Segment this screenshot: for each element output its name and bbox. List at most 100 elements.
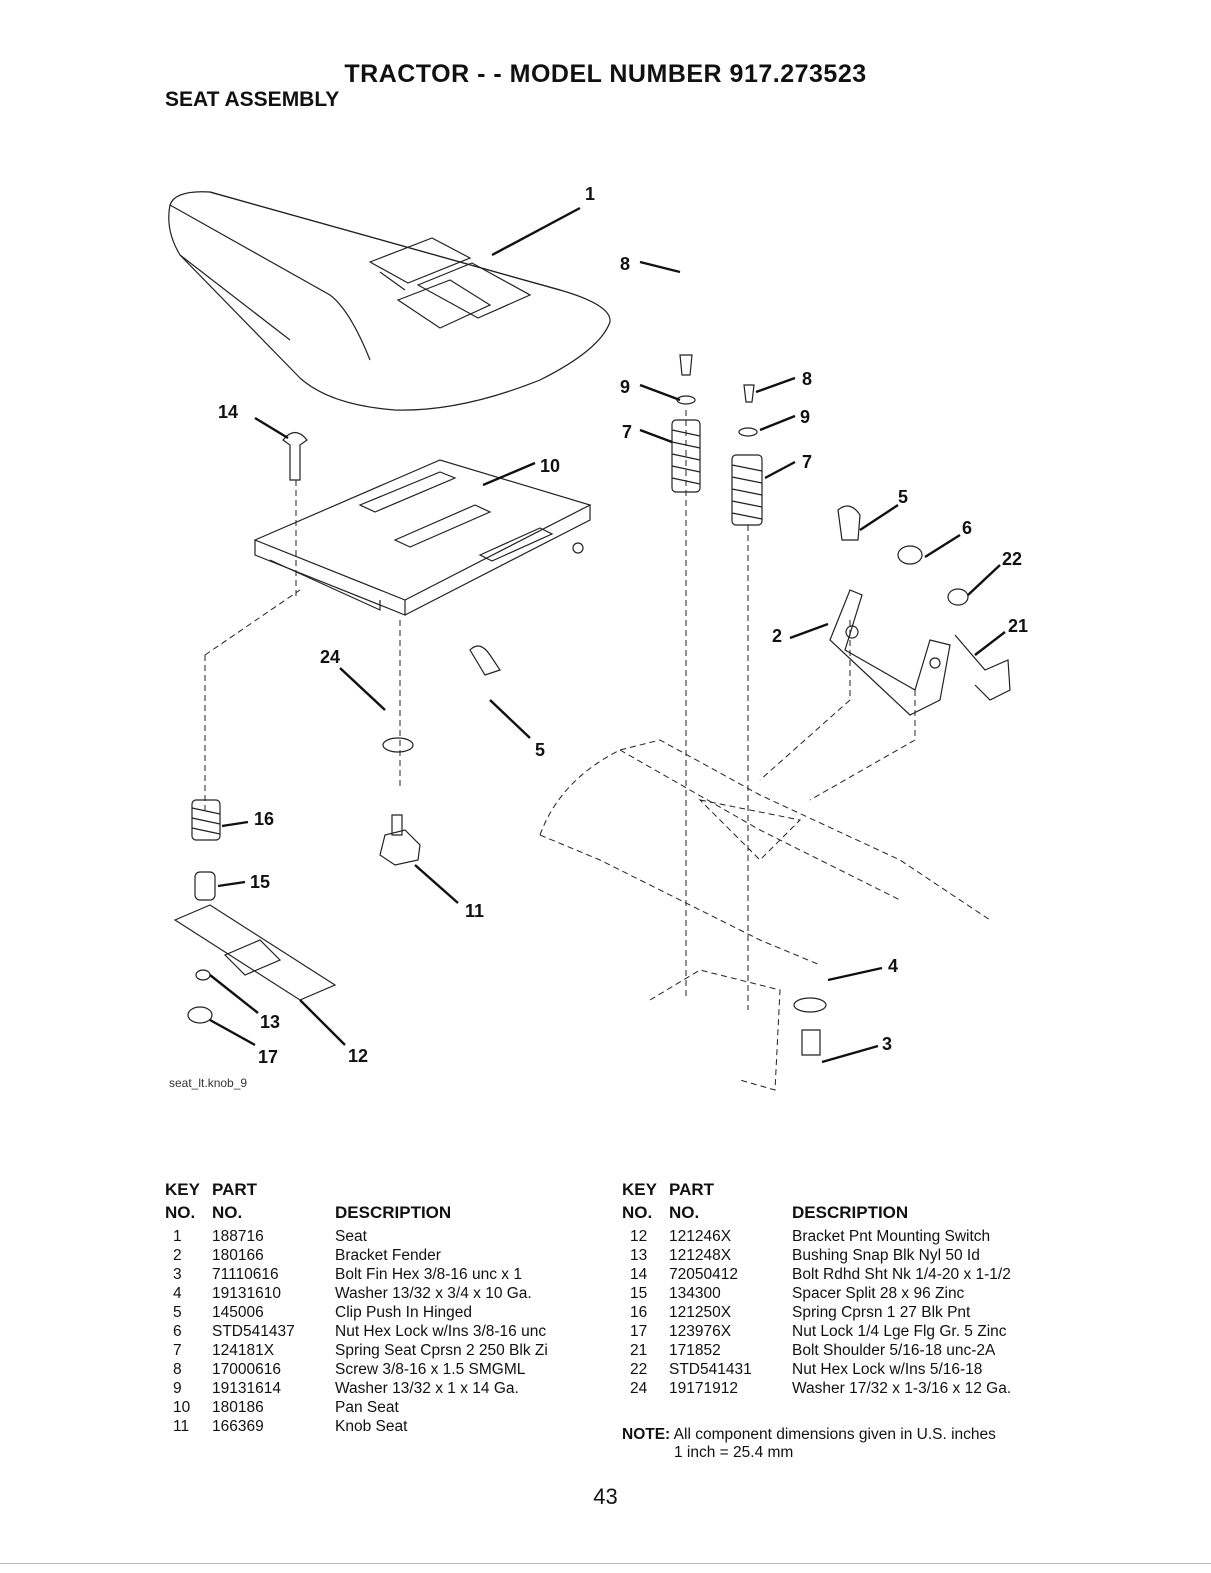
table-row: 3 71110616 Bolt Fin Hex 3/8-16 unc x 1 <box>165 1266 605 1285</box>
callout-21: 21 <box>1008 616 1028 636</box>
parts-table-right: KEY NO. PART NO. DESCRIPTION 12 121246X Br… <box>622 1180 1062 1399</box>
cell-description: Spring Cprsn 1 27 Blk Pnt <box>792 1304 971 1321</box>
cell-part: STD541437 <box>212 1323 295 1340</box>
cell-key: 7 <box>173 1342 182 1359</box>
cell-key: 11 <box>173 1418 190 1435</box>
cell-key: 3 <box>173 1266 182 1283</box>
page-bottom-rule <box>0 1563 1211 1564</box>
cell-description: Nut Hex Lock w/Ins 5/16-18 <box>792 1361 983 1378</box>
cell-description: Bracket Fender <box>335 1247 441 1264</box>
cell-description: Knob Seat <box>335 1418 408 1435</box>
cell-key: 12 <box>630 1228 648 1245</box>
cell-key: 2 <box>173 1247 182 1264</box>
cell-key: 24 <box>630 1380 648 1397</box>
note-line-1: All component dimensions given in U.S. i… <box>673 1426 996 1443</box>
cell-part: 19131610 <box>212 1285 281 1302</box>
callout-24: 24 <box>320 647 340 667</box>
table-row: 4 19131610 Washer 13/32 x 3/4 x 10 Ga. <box>165 1285 605 1304</box>
cell-part: 17000616 <box>212 1361 281 1378</box>
cell-part: 124181X <box>212 1342 275 1359</box>
cell-part: 72050412 <box>669 1266 738 1283</box>
cell-description: Bolt Rdhd Sht Nk 1/4-20 x 1-1/2 <box>792 1266 1011 1283</box>
callout-5-upper: 5 <box>898 487 908 507</box>
callout-13: 13 <box>260 1012 280 1032</box>
cell-key: 22 <box>630 1361 648 1378</box>
callout-2: 2 <box>772 626 782 646</box>
cell-description: Washer 13/32 x 1 x 14 Ga. <box>335 1380 519 1397</box>
cell-part: 134300 <box>669 1285 721 1302</box>
cell-description: Nut Hex Lock w/Ins 3/8-16 unc <box>335 1323 547 1340</box>
cell-description: Pan Seat <box>335 1399 399 1416</box>
cell-part: 180166 <box>212 1247 264 1264</box>
cell-key: 10 <box>173 1399 191 1416</box>
table-row: 6 STD541437 Nut Hex Lock w/Ins 3/8-16 unc <box>165 1323 605 1342</box>
cell-description: Bolt Fin Hex 3/8-16 unc x 1 <box>335 1266 522 1283</box>
table-row: 22 STD541431 Nut Hex Lock w/Ins 5/16-18 <box>622 1361 1062 1380</box>
cell-description: Clip Push In Hinged <box>335 1304 472 1321</box>
cell-description: Spring Seat Cprsn 2 250 Blk Zi <box>335 1342 548 1359</box>
cell-key: 8 <box>173 1361 182 1378</box>
dimension-note: NOTE: All component dimensions given in … <box>622 1426 996 1462</box>
cell-part: STD541431 <box>669 1361 752 1378</box>
cell-key: 6 <box>173 1323 182 1340</box>
cell-description: Screw 3/8-16 x 1.5 SMGML <box>335 1361 526 1378</box>
cell-key: 1 <box>173 1228 182 1245</box>
page-title: TRACTOR - - MODEL NUMBER 917.273523 <box>344 60 867 88</box>
spring-7-right <box>731 454 763 526</box>
cell-description: Washer 17/32 x 1-3/16 x 12 Ga. <box>792 1380 1012 1397</box>
callout-4: 4 <box>888 956 898 976</box>
cell-description: Spacer Split 28 x 96 Zinc <box>792 1285 965 1302</box>
cell-key: 4 <box>173 1285 182 1302</box>
callout-8-left: 8 <box>620 254 630 274</box>
callout-14: 14 <box>218 402 238 422</box>
cell-part: 121246X <box>669 1228 732 1245</box>
cell-key: 5 <box>173 1304 182 1321</box>
cell-description: Bolt Shoulder 5/16-18 unc-2A <box>792 1342 996 1359</box>
callout-16: 16 <box>254 809 274 829</box>
cell-part: 121248X <box>669 1247 732 1264</box>
table-row: 2 180166 Bracket Fender <box>165 1247 605 1266</box>
table-header: KEY NO. PART NO. DESCRIPTION <box>622 1180 909 1222</box>
cell-part: 123976X <box>669 1323 732 1340</box>
cell-key: 15 <box>630 1285 648 1302</box>
cell-description: Bushing Snap Blk Nyl 50 Id <box>792 1247 980 1264</box>
callout-6: 6 <box>962 518 972 538</box>
cell-description: Bracket Pnt Mounting Switch <box>792 1228 991 1245</box>
callout-9-left: 9 <box>620 377 630 397</box>
cell-key: 16 <box>630 1304 648 1321</box>
seat-pan-illustration <box>253 459 592 616</box>
cell-description: Seat <box>335 1228 367 1245</box>
callout-22: 22 <box>1002 549 1022 569</box>
callout-12: 12 <box>348 1046 368 1066</box>
callout-5-lower: 5 <box>535 740 545 760</box>
cell-key: 17 <box>630 1323 648 1340</box>
exploded-parts-diagram: 1 14 10 8 9 7 8 9 7 5 6 22 2 21 24 5 16 … <box>168 184 1028 1091</box>
callout-7-right: 7 <box>802 452 812 472</box>
callout-9-right: 9 <box>800 407 810 427</box>
cell-description: Washer 13/32 x 3/4 x 10 Ga. <box>335 1285 532 1302</box>
callout-11: 11 <box>465 901 484 921</box>
table-row: 15 134300 Spacer Split 28 x 96 Zinc <box>622 1285 1062 1304</box>
cell-part: 71110616 <box>212 1266 279 1283</box>
note-line-2: 1 inch = 25.4 mm <box>674 1444 794 1461</box>
cell-part: 171852 <box>669 1342 721 1359</box>
fender-bracket-illustration <box>829 589 951 716</box>
callout-15: 15 <box>250 872 270 892</box>
note-label: NOTE: <box>622 1426 671 1443</box>
page-number: 43 <box>593 1484 618 1509</box>
seat-illustration <box>168 191 611 411</box>
callout-8-right: 8 <box>802 369 812 389</box>
cell-key: 14 <box>630 1266 648 1283</box>
table-row: 7 124181X Spring Seat Cprsn 2 250 Blk Zi <box>165 1342 605 1361</box>
callout-17: 17 <box>258 1047 278 1067</box>
cell-part: 19131614 <box>212 1380 281 1397</box>
